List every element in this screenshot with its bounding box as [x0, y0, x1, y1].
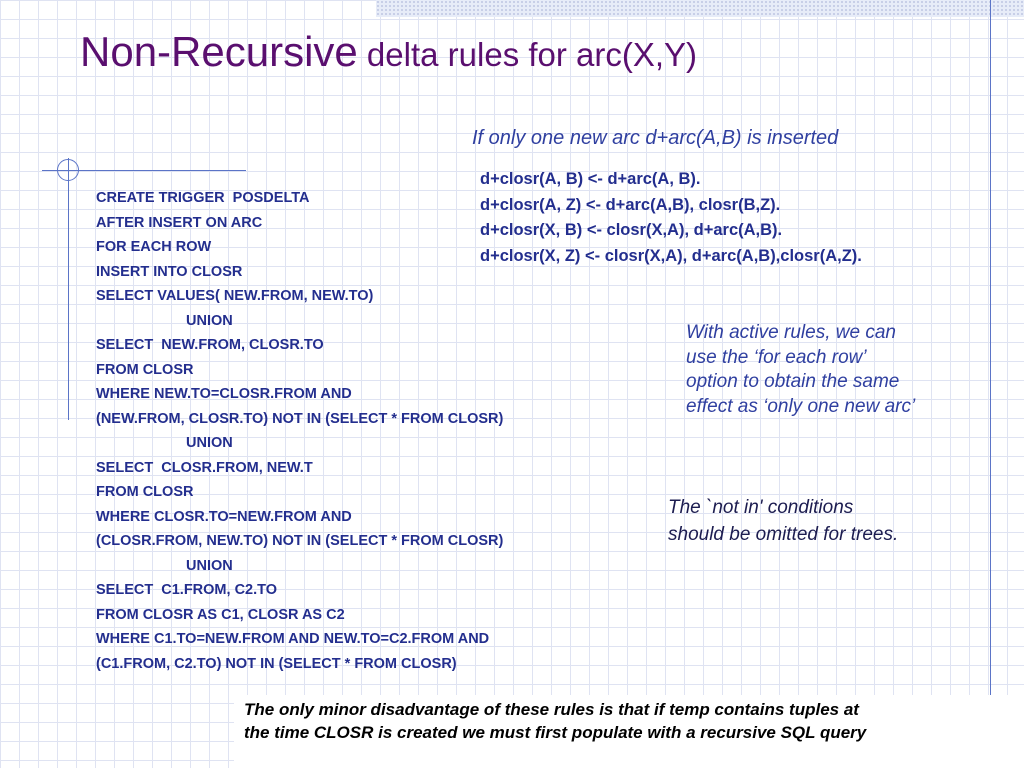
trees-note: The `not in' conditions should be omitte…: [668, 494, 898, 548]
sql-line: CREATE TRIGGER POSDELTA: [96, 190, 310, 206]
footer-box: The only minor disadvantage of these rul…: [234, 695, 1024, 768]
active-rules-note: With active rules, we can use the ‘for e…: [686, 321, 915, 419]
delta-rules: d+closr(A, B) <- d+arc(A, B). d+closr(A,…: [480, 167, 862, 269]
sql-trigger-code: CREATE TRIGGER POSDELTA AFTER INSERT ON …: [96, 186, 503, 676]
decorative-circle: [57, 159, 79, 181]
note-line: should be omitted for trees.: [668, 524, 899, 545]
sql-line: AFTER INSERT ON ARC: [96, 214, 263, 231]
sql-line: INSERT INTO CLOSR: [96, 263, 243, 280]
sql-line: SELECT VALUES( NEW.FROM, NEW.TO): [96, 288, 374, 304]
sql-line-union: UNION: [186, 557, 233, 574]
sql-line: (CLOSR.FROM, NEW.TO) NOT IN (SELECT * FR…: [96, 533, 504, 549]
sql-line-union: UNION: [186, 312, 233, 329]
sql-line: WHERE CLOSR.TO=NEW.FROM AND: [96, 508, 352, 525]
note-line: use the ‘for each row’: [686, 346, 867, 368]
sql-line: (C1.FROM, C2.TO) NOT IN (SELECT * FROM C…: [96, 655, 457, 672]
note-line: effect as ‘only one new arc’: [686, 395, 916, 417]
sql-line: WHERE C1.TO=NEW.FROM AND NEW.TO=C2.FROM …: [96, 631, 490, 647]
title-main: Non-Recursive: [80, 28, 358, 75]
footer-line: the time CLOSR is created we must first …: [244, 723, 867, 742]
note-line: The `not in' conditions: [668, 497, 854, 518]
delta-rule-line: d+closr(X, B) <- closr(X,A), d+arc(A,B).: [480, 221, 783, 239]
note-line: option to obtain the same: [686, 371, 900, 392]
decorative-vertical-line: [990, 0, 991, 768]
title-rest: delta rules for arc(X,Y): [357, 36, 698, 73]
delta-rule-line: d+closr(A, Z) <- d+arc(A,B), closr(B,Z).: [480, 195, 781, 214]
sql-line-union: UNION: [186, 435, 233, 451]
corner-pattern: [376, 0, 1024, 17]
footer-text: The only minor disadvantage of these rul…: [244, 698, 866, 744]
sql-line: SELECT C1.FROM, C2.TO: [96, 582, 278, 598]
sql-line: FROM CLOSR: [96, 361, 194, 378]
decorative-left-line: [68, 158, 69, 420]
sql-line: (NEW.FROM, CLOSR.TO) NOT IN (SELECT * FR…: [96, 410, 504, 427]
decorative-horizontal-line: [42, 170, 246, 171]
sql-line: FOR EACH ROW: [96, 239, 212, 255]
footer-line: The only minor disadvantage of these rul…: [244, 700, 859, 719]
sql-line: SELECT CLOSR.FROM, NEW.T: [96, 459, 313, 476]
sql-line: SELECT NEW.FROM, CLOSR.TO: [96, 337, 324, 353]
sql-line: WHERE NEW.TO=CLOSR.FROM AND: [96, 386, 352, 402]
sql-line: FROM CLOSR AS C1, CLOSR AS C2: [96, 606, 345, 623]
slide-title: Non-Recursive delta rules for arc(X,Y): [80, 28, 697, 76]
delta-rule-line: d+closr(X, Z) <- closr(X,A), d+arc(A,B),…: [480, 246, 862, 265]
subtitle: If only one new arc d+arc(A,B) is insert…: [472, 127, 839, 149]
delta-rule-line: d+closr(A, B) <- d+arc(A, B).: [480, 170, 701, 188]
sql-line: FROM CLOSR: [96, 484, 194, 500]
note-line: With active rules, we can: [686, 322, 896, 343]
